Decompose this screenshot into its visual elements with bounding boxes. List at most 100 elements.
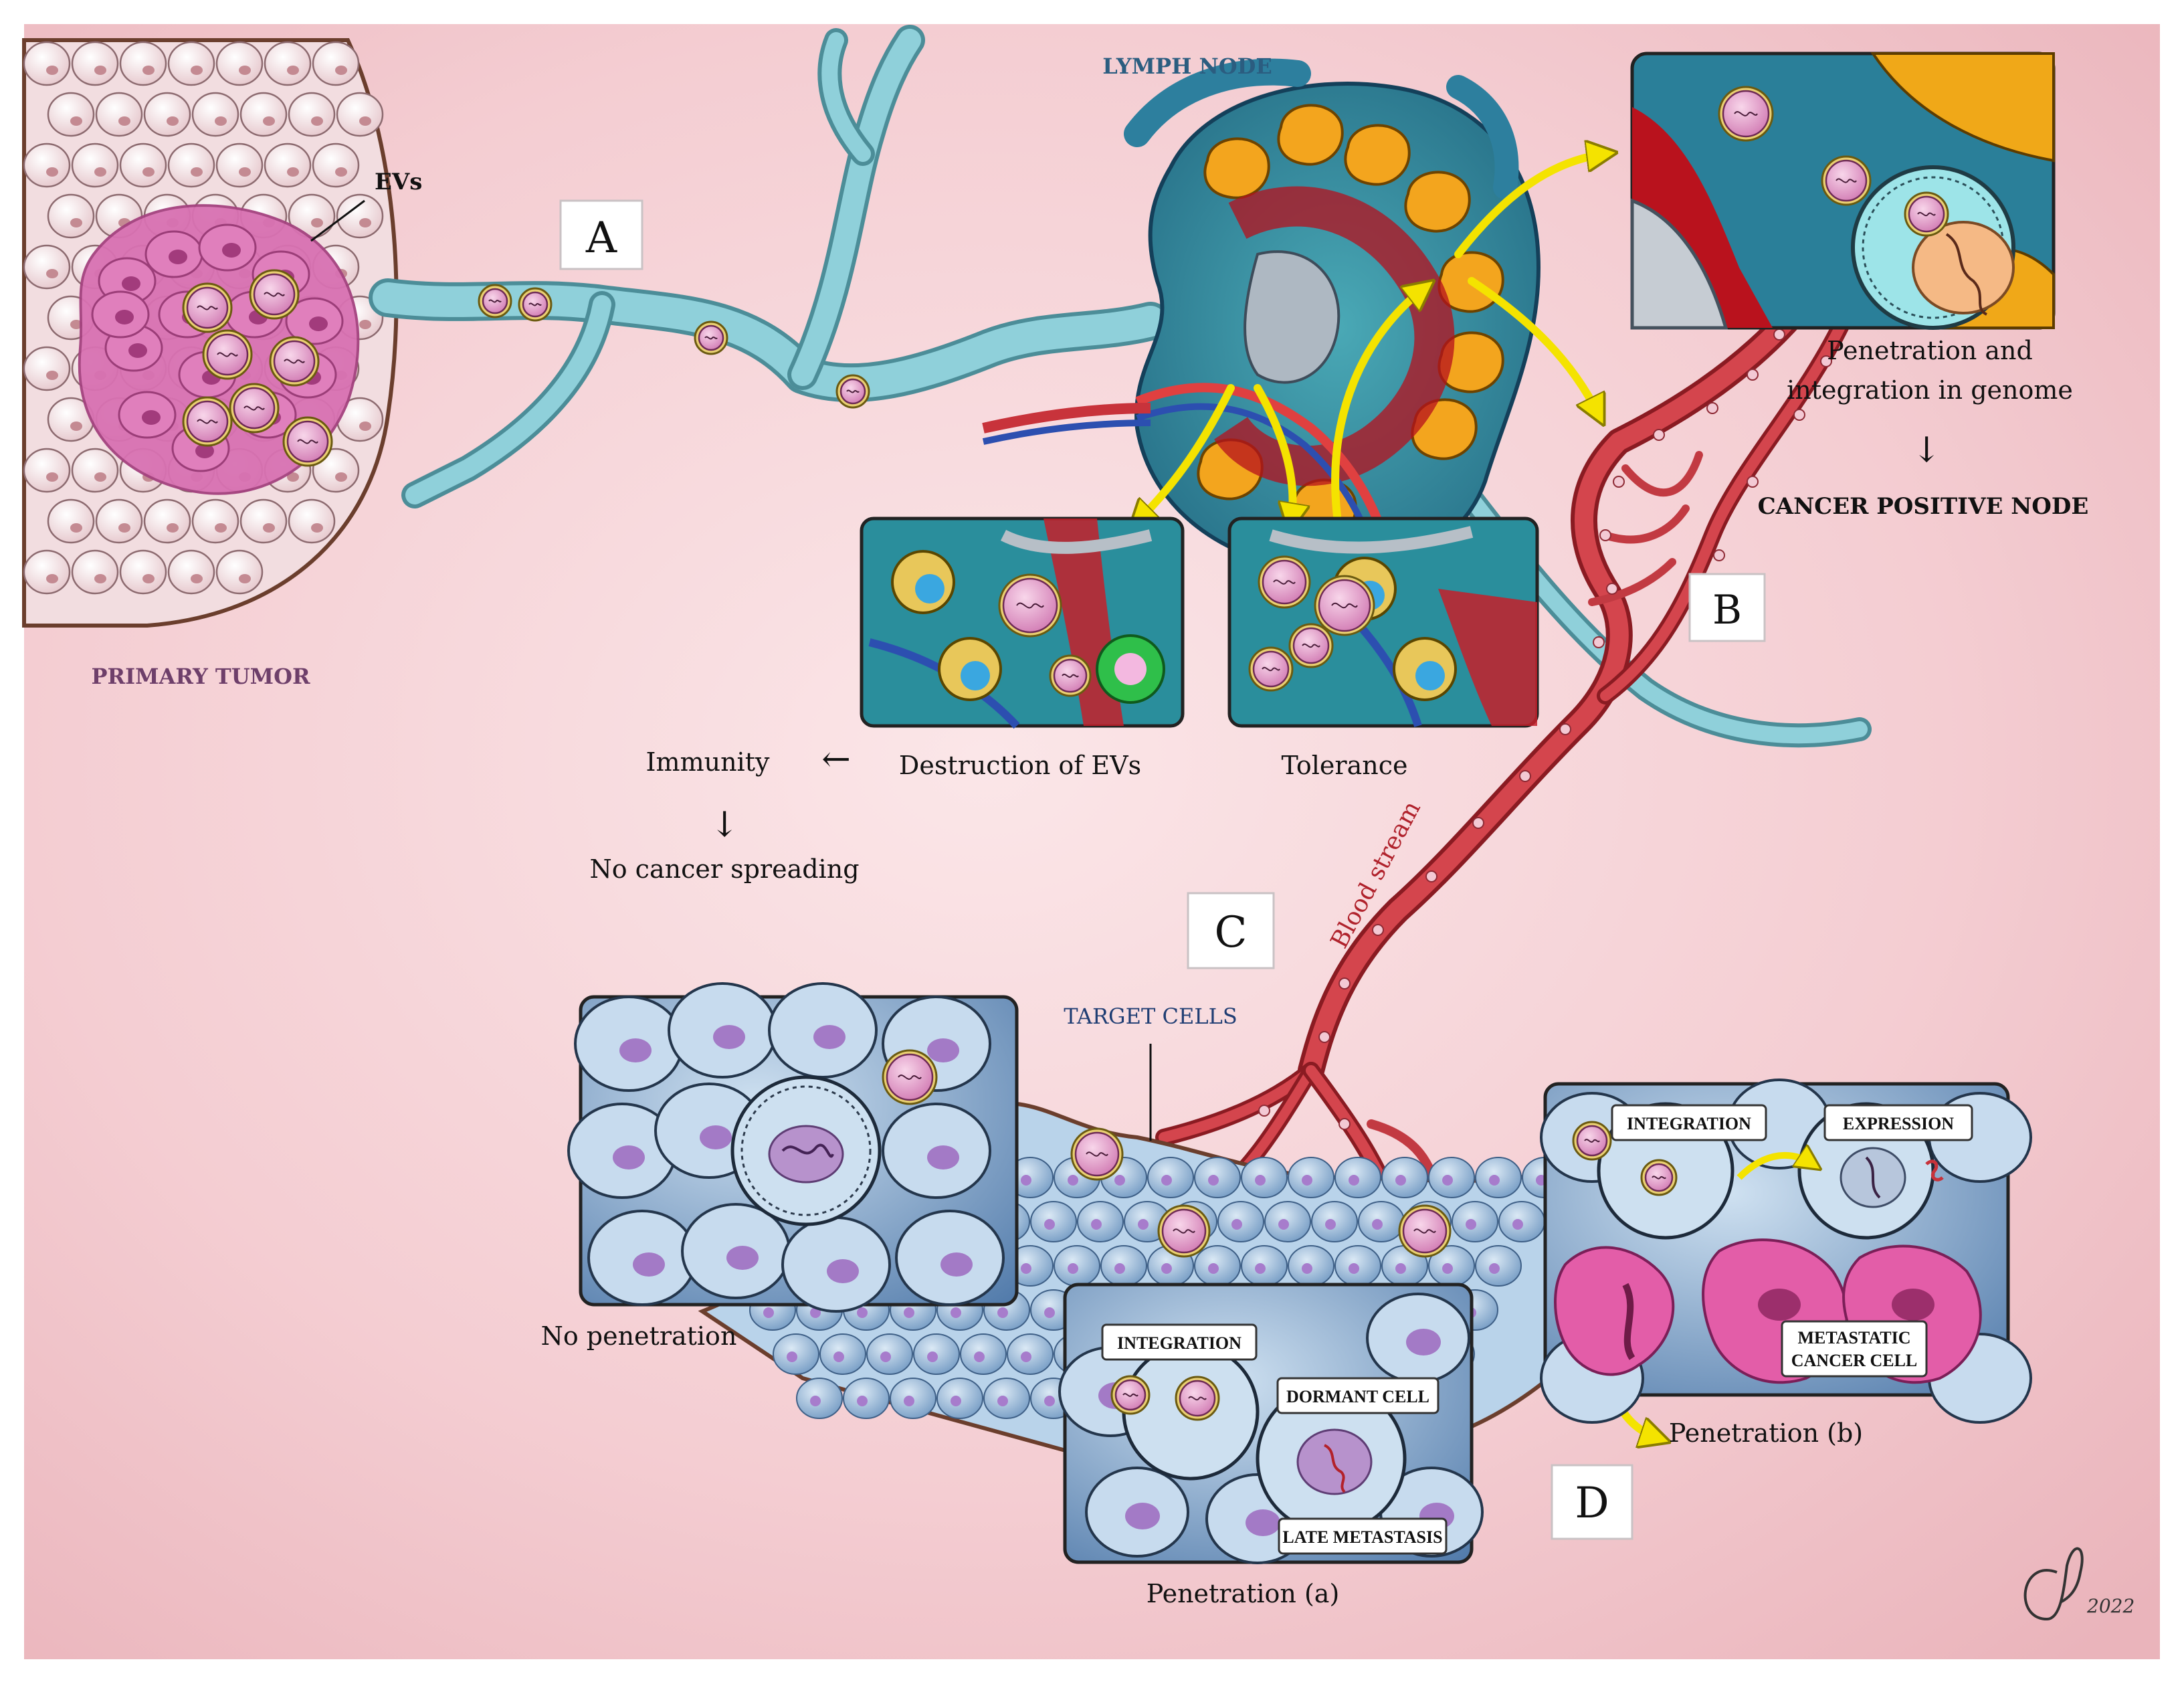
tumor-cell-nucleus: [118, 116, 130, 126]
tumor-cell-nucleus: [311, 116, 323, 126]
tumor-cell-nucleus: [359, 218, 371, 227]
tissue-cell-nucleus: [1208, 1175, 1219, 1186]
tumor-cell: [71, 41, 119, 86]
extracellular-vesicle: [1049, 654, 1092, 697]
inset-cell-nucleus: [940, 1252, 973, 1277]
tumor-cell: [167, 549, 215, 595]
tumor-cell-nucleus: [335, 472, 347, 482]
blood-bead: [1653, 429, 1665, 441]
inset-cell-nucleus: [927, 1145, 959, 1169]
tumor-cell: [264, 41, 312, 86]
extracellular-vesicle: [478, 284, 512, 318]
blood-bead: [1793, 409, 1805, 421]
extracellular-vesicle: [835, 374, 870, 409]
blood-bead: [1820, 355, 1832, 367]
inset-cell-nucleus: [726, 1246, 759, 1270]
tumor-core-nucleus: [222, 243, 241, 258]
blood-bead: [1599, 529, 1611, 541]
lymph-follicle: [1404, 171, 1471, 233]
blood-bead: [1318, 1031, 1330, 1043]
tumor-cell-nucleus: [70, 421, 82, 431]
tumor-cell-nucleus: [167, 116, 179, 126]
tissue-cell-nucleus: [1138, 1219, 1149, 1230]
tissue-cell-nucleus: [1302, 1175, 1312, 1186]
blood-bead: [1706, 402, 1718, 414]
down-arrow-immunity: ↓: [710, 805, 739, 845]
tumor-cell-nucleus: [287, 66, 299, 75]
blood-bead: [1713, 549, 1725, 561]
extracellular-vesicle: [1718, 86, 1774, 142]
tumor-cell: [288, 498, 336, 544]
tissue-cell-nucleus: [787, 1351, 797, 1362]
lymph-node: [982, 58, 1541, 572]
extracellular-vesicle: [1175, 1376, 1220, 1421]
tag-metastatic-box: [1781, 1320, 1928, 1378]
tag-expression-box: [1823, 1104, 1973, 1141]
tissue-cell-nucleus: [1021, 1263, 1031, 1274]
tissue-cell-nucleus: [810, 1396, 821, 1406]
tissue-cell-nucleus: [1466, 1219, 1476, 1230]
extracellular-vesicle: [1398, 1204, 1452, 1258]
tag-expression: EXPRESSION: [1843, 1114, 1954, 1133]
penetration-a-label: Penetration (a): [1147, 1579, 1340, 1608]
target-cells-label: TARGET CELLS: [1064, 1004, 1237, 1029]
tissue-cell-nucleus: [1208, 1263, 1219, 1274]
extracellular-vesicle: [202, 329, 253, 380]
tag-integration-b: INTEGRATION: [1627, 1114, 1751, 1133]
letter-a-box: [559, 199, 643, 270]
inset-cell-nucleus: [813, 1025, 846, 1049]
tumor-cell-nucleus: [70, 320, 82, 329]
tumor-cell: [95, 498, 143, 544]
letter-c: C: [1215, 908, 1248, 957]
penetration-text-line1: Penetration and: [1827, 336, 2033, 365]
extracellular-vesicle: [1258, 555, 1311, 609]
tissue-cell-nucleus: [1255, 1263, 1266, 1274]
tumor-cell: [47, 498, 95, 544]
tumor-cell-nucleus: [263, 523, 275, 533]
tumor-cell: [336, 193, 384, 239]
tissue-cell-nucleus: [904, 1307, 914, 1318]
tissue-cell-nucleus: [904, 1396, 914, 1406]
tumor-cell: [23, 549, 71, 595]
inset-penetration-b: [1540, 1079, 2032, 1424]
tumor-cell: [312, 143, 360, 188]
tissue-cell-nucleus: [951, 1307, 961, 1318]
tumor-cell-nucleus: [46, 167, 58, 177]
tumor-cell: [312, 41, 360, 86]
inset-cell-nucleus: [713, 1025, 745, 1049]
tumor-cell: [336, 92, 384, 137]
tissue-cell-nucleus: [1114, 1263, 1125, 1274]
tissue-cell-nucleus: [1349, 1175, 1359, 1186]
tumor-cell-nucleus: [359, 116, 371, 126]
tissue-cell-nucleus: [997, 1396, 1008, 1406]
inset-cell-nucleus: [619, 1038, 652, 1062]
tumor-cell-nucleus: [239, 167, 251, 177]
tumor-cell: [215, 41, 264, 86]
tissue-cell-nucleus: [974, 1351, 985, 1362]
evs-pointer: [310, 199, 365, 242]
tumor-cell-nucleus: [142, 66, 155, 75]
tumor-cell-nucleus: [359, 320, 371, 329]
signature-mark: [2023, 1547, 2084, 1621]
tumor-cell: [143, 498, 191, 544]
evs-label: EVs: [375, 169, 422, 195]
blood-bead: [1613, 476, 1625, 488]
lymph-follicle: [1203, 137, 1270, 199]
tumor-cell-nucleus: [335, 66, 347, 75]
tumor-cell: [23, 244, 71, 290]
tumor-cell-nucleus: [191, 167, 203, 177]
tumor-evs: [182, 269, 333, 467]
inset-cell-nucleus: [827, 1259, 859, 1283]
blood-beads: [1231, 329, 1832, 1177]
extracellular-vesicle: [518, 287, 553, 322]
tumor-cell: [167, 41, 215, 86]
tissue-cell-nucleus: [1278, 1219, 1289, 1230]
tissue-cell-nucleus: [1021, 1175, 1031, 1186]
extracellular-vesicle: [229, 383, 280, 434]
tissue-cell-nucleus: [997, 1307, 1008, 1318]
extracellular-vesicle: [1904, 191, 1949, 237]
inset-no-penetration: [567, 982, 1019, 1313]
tissue-cell-nucleus: [1349, 1263, 1359, 1274]
tissue-cell-nucleus: [1068, 1263, 1078, 1274]
